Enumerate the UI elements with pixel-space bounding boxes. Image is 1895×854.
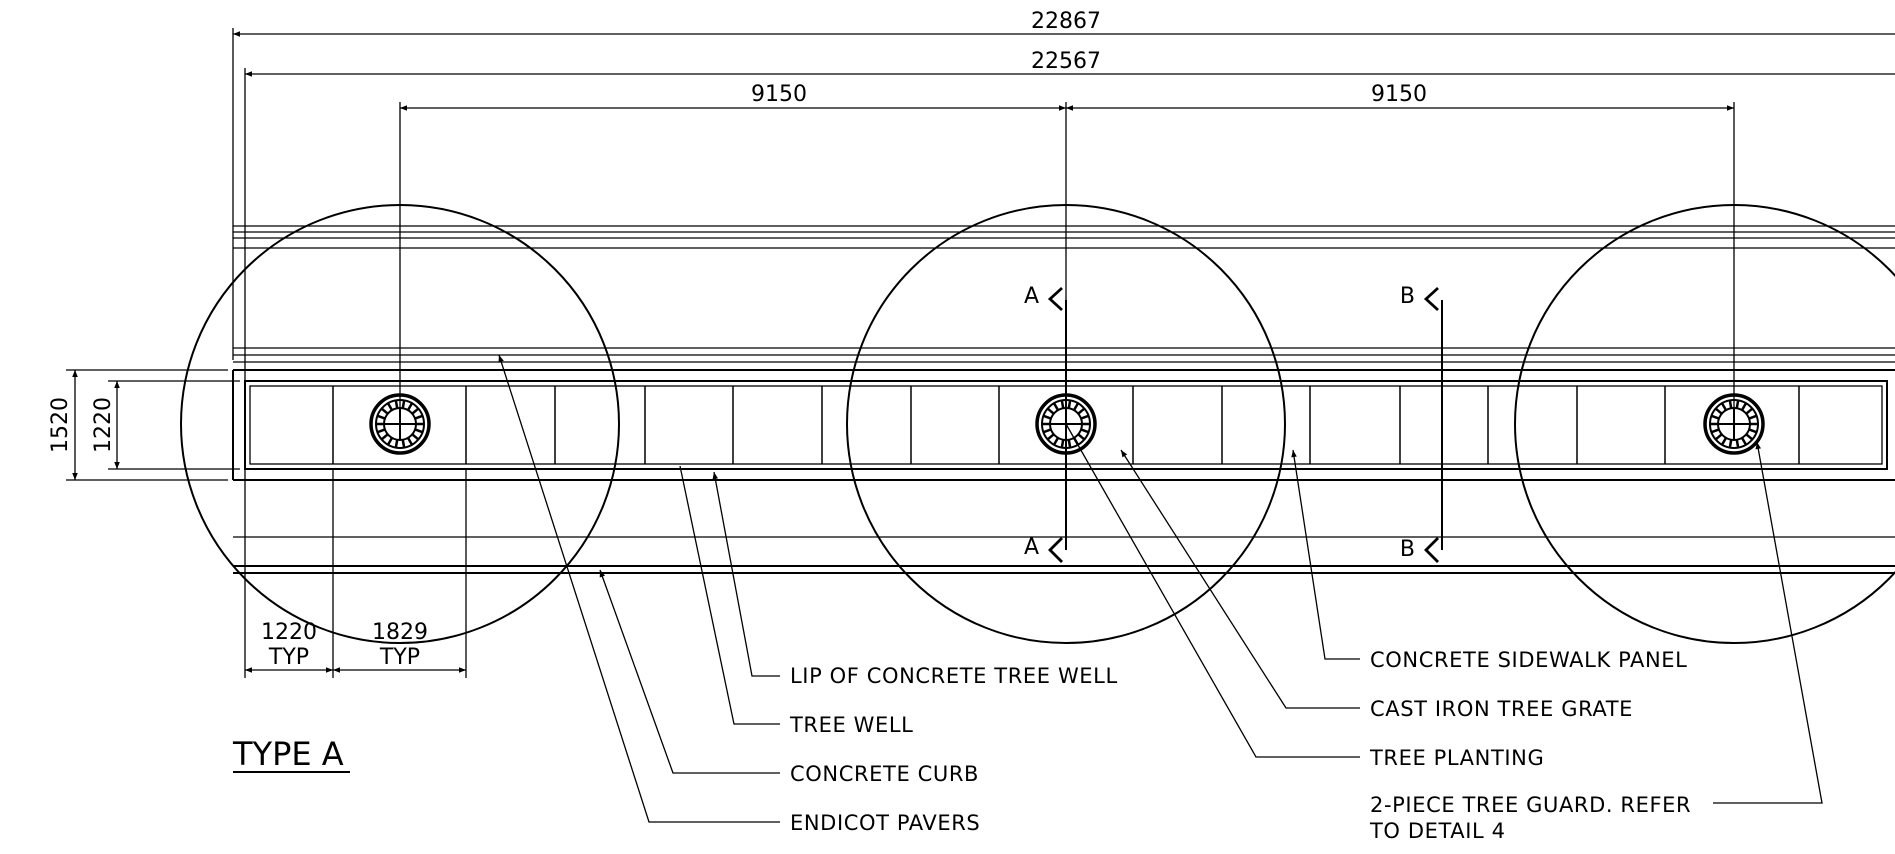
callout-tree-well: TREE WELL — [789, 713, 913, 737]
leader-lines — [498, 354, 1823, 823]
overall-inner-value: 22567 — [1031, 49, 1101, 74]
bottom-dimensions: 1220 TYP 1829 TYP — [244, 469, 467, 678]
section-b-label-top: B — [1400, 284, 1415, 309]
drawing-title: TYPE A — [232, 735, 350, 773]
section-a-label-bottom: A — [1024, 535, 1039, 560]
well-length-value: 1829 — [372, 620, 428, 645]
tree-grate-1 — [369, 393, 431, 455]
spacing-left-value: 9150 — [751, 82, 807, 107]
callout-tree-grate: CAST IRON TREE GRATE — [1370, 697, 1633, 721]
callout-endicot-pavers: ENDICOT PAVERS — [790, 811, 980, 835]
tree-canopy-2 — [846, 204, 1286, 644]
section-a-label-top: A — [1024, 284, 1039, 309]
callout-tree-planting: TREE PLANTING — [1369, 746, 1544, 770]
paver-joints — [332, 386, 1800, 464]
well-length-typ: TYP — [379, 645, 420, 670]
overall-outer-dimension: 22867 — [232, 9, 1895, 360]
drawing-title-text: TYPE A — [232, 735, 344, 773]
callout-tree-guard-line-2: TO DETAIL 4 — [1369, 819, 1506, 843]
callout-sidewalk-panel: CONCRETE SIDEWALK PANEL — [1370, 648, 1687, 672]
overall-outer-value: 22867 — [1031, 9, 1101, 34]
tree-canopy-3 — [1514, 204, 1895, 644]
tree-grates — [369, 393, 1765, 455]
sidewalk-width-value: 1520 — [48, 397, 73, 453]
callout-lip-of-tree-well: LIP OF CONCRETE TREE WELL — [790, 664, 1118, 688]
overall-inner-dimension: 22567 — [244, 49, 1895, 380]
callout-tree-guard-line-1: 2-PIECE TREE GUARD. REFER — [1370, 793, 1691, 817]
width-dimensions: 1520 1220 — [48, 369, 240, 481]
section-b-marker: B B — [1400, 284, 1443, 563]
paver-width-value: 1220 — [261, 620, 317, 645]
property-lines — [233, 225, 1895, 363]
tree-canopy-1 — [180, 204, 620, 644]
spacing-right-value: 9150 — [1371, 82, 1427, 107]
callout-notes: LIP OF CONCRETE TREE WELL TREE WELL CONC… — [789, 648, 1691, 843]
paver-width-typ: TYP — [268, 645, 309, 670]
tree-canopies — [180, 204, 1895, 644]
curb-lines — [233, 536, 1895, 574]
tree-well-width-value: 1220 — [91, 397, 116, 453]
callout-concrete-curb: CONCRETE CURB — [790, 762, 979, 786]
section-b-label-bottom: B — [1400, 537, 1415, 562]
sidewalk-band — [232, 369, 1895, 481]
tree-grate-3 — [1703, 393, 1765, 455]
